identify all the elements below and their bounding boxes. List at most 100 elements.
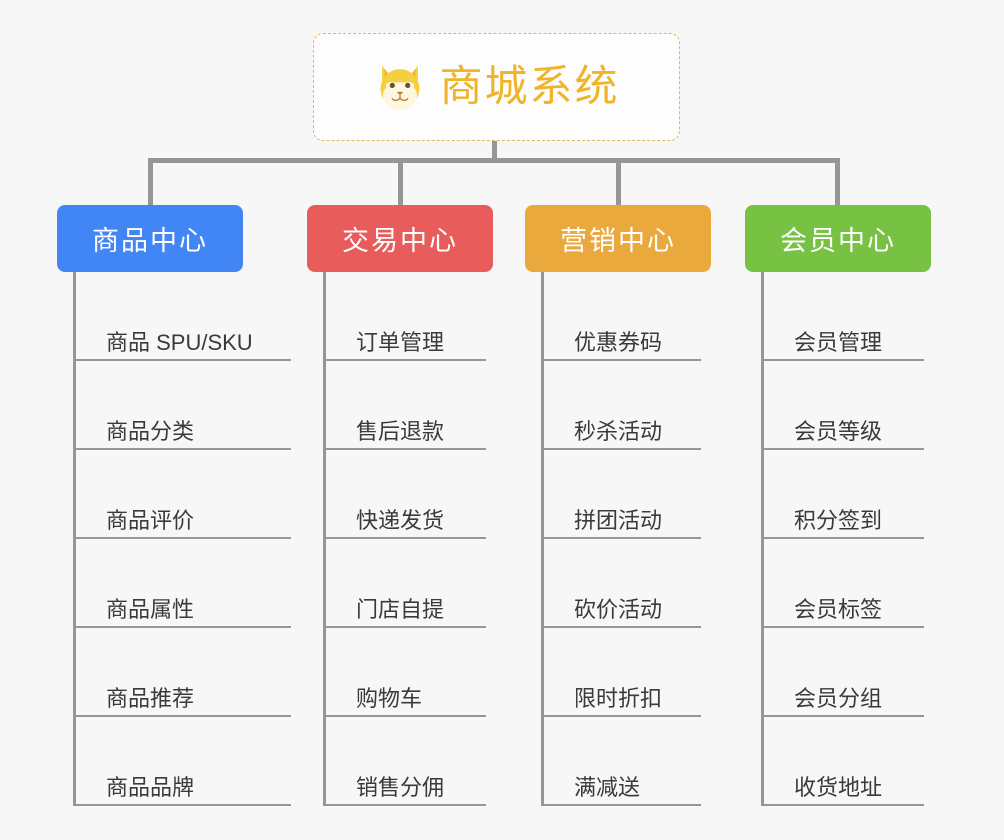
leaf-item-underline <box>761 359 924 361</box>
leaf-item-underline <box>761 804 924 806</box>
leaf-item[interactable]: 购物车 <box>323 628 493 717</box>
leaf-item[interactable]: 收货地址 <box>761 717 931 806</box>
category-label: 交易中心 <box>342 226 458 256</box>
root-node[interactable]: 商城系统 <box>313 33 680 141</box>
leaf-item-label: 积分签到 <box>794 507 883 533</box>
root-title: 商城系统 <box>439 62 620 111</box>
leaf-item-underline <box>541 448 701 450</box>
leaf-item-label: 售后退款 <box>356 418 445 444</box>
leaf-item[interactable]: 优惠券码 <box>541 272 711 361</box>
leaf-item[interactable]: 秒杀活动 <box>541 361 711 450</box>
category-box-trade-center[interactable]: 交易中心 <box>307 205 493 272</box>
connector-drop-3 <box>616 158 621 206</box>
leaf-item-label: 商品推荐 <box>106 685 195 711</box>
leaf-item-label: 商品 SPU/SKU <box>106 329 253 355</box>
leaf-item-label: 销售分佣 <box>356 774 445 800</box>
leaf-item-label: 商品评价 <box>106 507 195 533</box>
leaf-item-underline <box>73 537 291 539</box>
category-box-member-center[interactable]: 会员中心 <box>745 205 931 272</box>
leaf-item[interactable]: 满减送 <box>541 717 711 806</box>
leaf-item-underline <box>73 626 291 628</box>
leaf-item-underline <box>73 715 291 717</box>
leaf-tree-trade-center: 订单管理售后退款快递发货门店自提购物车销售分佣 <box>323 272 493 806</box>
leaf-item[interactable]: 拼团活动 <box>541 450 711 539</box>
leaf-item-underline <box>761 626 924 628</box>
leaf-item-label: 会员等级 <box>794 418 883 444</box>
column-product-center: 商品中心商品 SPU/SKU 商品分类商品评价商品属性商品推荐商品品牌 <box>57 205 291 806</box>
leaf-item-underline <box>323 359 486 361</box>
leaf-item[interactable]: 订单管理 <box>323 272 493 361</box>
connector-root-stem <box>492 141 497 163</box>
leaf-item[interactable]: 砍价活动 <box>541 539 711 628</box>
connector-drop-2 <box>398 158 403 206</box>
leaf-item[interactable]: 会员等级 <box>761 361 931 450</box>
leaf-item[interactable]: 积分签到 <box>761 450 931 539</box>
leaf-item-underline <box>73 448 291 450</box>
leaf-item[interactable]: 限时折扣 <box>541 628 711 717</box>
leaf-item-underline <box>323 804 486 806</box>
leaf-item[interactable]: 商品推荐 <box>73 628 291 717</box>
leaf-item[interactable]: 商品评价 <box>73 450 291 539</box>
leaf-item[interactable]: 商品品牌 <box>73 717 291 806</box>
leaf-item-label: 会员分组 <box>794 685 883 711</box>
leaf-item-label: 会员标签 <box>794 596 883 622</box>
leaf-item-underline <box>73 804 291 806</box>
leaf-item-underline <box>541 626 701 628</box>
leaf-item-label: 满减送 <box>574 774 641 800</box>
leaf-item-underline <box>541 537 701 539</box>
leaf-item-underline <box>761 537 924 539</box>
leaf-item-label: 商品品牌 <box>106 774 195 800</box>
leaf-item-underline <box>541 804 701 806</box>
leaf-item[interactable]: 商品分类 <box>73 361 291 450</box>
leaf-item-label: 砍价活动 <box>574 596 663 622</box>
column-trade-center: 交易中心订单管理售后退款快递发货门店自提购物车销售分佣 <box>307 205 493 806</box>
category-box-marketing-center[interactable]: 营销中心 <box>525 205 711 272</box>
leaf-item-label: 商品属性 <box>106 596 195 622</box>
leaf-item-underline <box>323 626 486 628</box>
leaf-item[interactable]: 售后退款 <box>323 361 493 450</box>
leaf-item-label: 商品分类 <box>106 418 195 444</box>
leaf-item-label: 秒杀活动 <box>574 418 663 444</box>
tree-trunk-line <box>323 272 326 806</box>
leaf-item-label: 快递发货 <box>356 507 445 533</box>
connector-bus <box>148 158 840 163</box>
leaf-item[interactable]: 会员标签 <box>761 539 931 628</box>
leaf-tree-product-center: 商品 SPU/SKU 商品分类商品评价商品属性商品推荐商品品牌 <box>73 272 291 806</box>
column-member-center: 会员中心会员管理会员等级积分签到会员标签会员分组收货地址 <box>745 205 931 806</box>
leaf-item[interactable]: 商品 SPU/SKU <box>73 272 291 361</box>
leaf-item[interactable]: 会员分组 <box>761 628 931 717</box>
category-box-product-center[interactable]: 商品中心 <box>57 205 243 272</box>
connector-drop-4 <box>835 158 840 206</box>
leaf-item[interactable]: 快递发货 <box>323 450 493 539</box>
tree-trunk-line <box>73 272 76 806</box>
leaf-item-underline <box>323 715 486 717</box>
leaf-item-label: 门店自提 <box>356 596 445 622</box>
leaf-item-label: 会员管理 <box>794 329 883 355</box>
connector-drop-1 <box>148 158 153 206</box>
leaf-item-label: 订单管理 <box>356 329 445 355</box>
leaf-item-underline <box>761 448 924 450</box>
tree-trunk-line <box>541 272 544 806</box>
leaf-tree-marketing-center: 优惠券码秒杀活动拼团活动砍价活动限时折扣满减送 <box>541 272 711 806</box>
category-label: 营销中心 <box>560 226 676 256</box>
leaf-item-underline <box>761 715 924 717</box>
leaf-item[interactable]: 商品属性 <box>73 539 291 628</box>
leaf-item-underline <box>541 359 701 361</box>
leaf-item[interactable]: 销售分佣 <box>323 717 493 806</box>
leaf-item[interactable]: 会员管理 <box>761 272 931 361</box>
leaf-item-underline <box>541 715 701 717</box>
leaf-item-label: 收货地址 <box>794 774 883 800</box>
shiba-dog-icon <box>380 65 419 110</box>
leaf-item-label: 限时折扣 <box>574 685 663 711</box>
column-marketing-center: 营销中心优惠券码秒杀活动拼团活动砍价活动限时折扣满减送 <box>525 205 711 806</box>
leaf-item[interactable]: 门店自提 <box>323 539 493 628</box>
leaf-item-label: 优惠券码 <box>574 329 663 355</box>
tree-trunk-line <box>761 272 764 806</box>
leaf-item-underline <box>73 359 291 361</box>
category-label: 商品中心 <box>92 226 208 256</box>
leaf-item-label: 购物车 <box>356 685 423 711</box>
leaf-item-underline <box>323 537 486 539</box>
leaf-tree-member-center: 会员管理会员等级积分签到会员标签会员分组收货地址 <box>761 272 931 806</box>
category-label: 会员中心 <box>780 226 896 256</box>
